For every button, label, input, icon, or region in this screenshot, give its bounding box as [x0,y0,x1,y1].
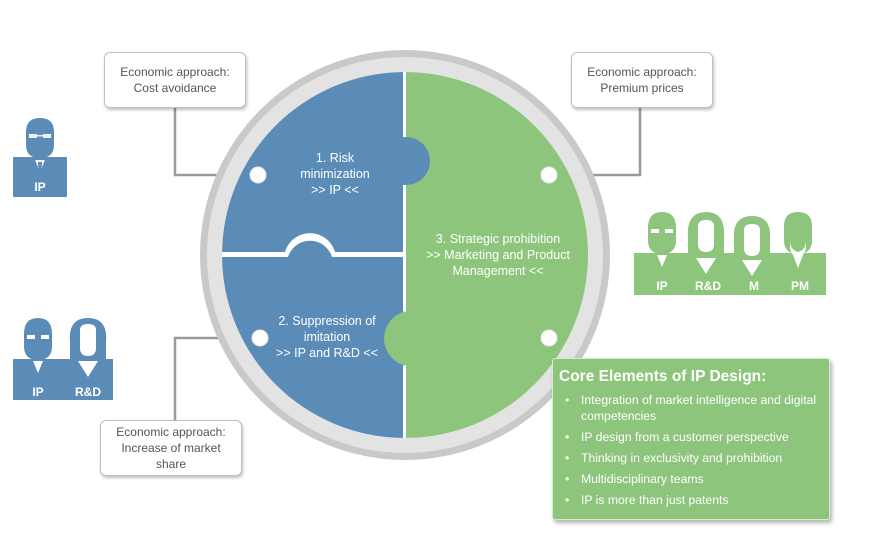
people-group-ip-rd [13,318,113,400]
puzzle-label-line: >> Marketing and Product [426,248,570,262]
list-item: Multidisciplinary teams [561,471,823,487]
callout-line: share [155,457,187,471]
puzzle-label-risk-minimization: 1. Risk minimization >> IP << [270,150,400,198]
person-label-ip: IP [32,385,44,399]
callout-line: Cost avoidance [133,81,217,95]
list-item: Integration of market intelligence and d… [561,392,823,424]
puzzle-label-line: 2. Suppression of [278,314,376,328]
puzzle-label-suppression-of-imitation: 2. Suppression of imitation >> IP and R&… [262,313,392,361]
puzzle-label-line: Management << [452,264,544,278]
puzzle-label-line: imitation [303,330,351,344]
callout-line: Increase of market [121,441,221,455]
puzzle-label-strategic-prohibition: 3. Strategic prohibition >> Marketing an… [408,231,588,279]
callout-premium-prices: Economic approach: Premium prices [571,52,713,108]
puzzle-label-line: >> IP << [311,183,359,197]
core-elements-list: Integration of market intelligence and d… [553,392,829,508]
person-label-ip: IP [34,180,46,194]
person-label-ip: IP [656,279,668,293]
puzzle-label-line: 1. Risk [315,151,355,165]
dot-risk [249,166,267,184]
dot-strategic-bottom [540,329,558,347]
core-elements-box: Core Elements of IP Design: Integration … [552,358,830,520]
callout-increase-market-share: Economic approach: Increase of market sh… [100,420,242,476]
callout-line: Economic approach: [116,425,226,439]
list-item: IP design from a customer perspective [561,429,823,445]
connector-dots [249,166,558,347]
callout-cost-avoidance: Economic approach: Cost avoidance [104,52,246,108]
callout-line: Economic approach: [120,65,230,79]
puzzle-label-line: 3. Strategic prohibition [435,232,561,246]
person-label-rd: R&D [75,385,101,399]
person-label-m: M [749,279,759,293]
callout-line: Premium prices [600,81,684,95]
puzzle-label-line: minimization [300,167,370,181]
person-label-rd: R&D [695,279,721,293]
list-item: Thinking in exclusivity and prohibition [561,450,823,466]
puzzle-label-line: >> IP and R&D << [276,346,378,360]
core-elements-title: Core Elements of IP Design: [559,368,767,385]
dot-suppression [251,329,269,347]
person-label-pm: PM [791,279,809,293]
dot-strategic-top [540,166,558,184]
list-item: IP is more than just patents [561,492,823,508]
callout-line: Economic approach: [587,65,697,79]
people-group-all [634,212,826,295]
